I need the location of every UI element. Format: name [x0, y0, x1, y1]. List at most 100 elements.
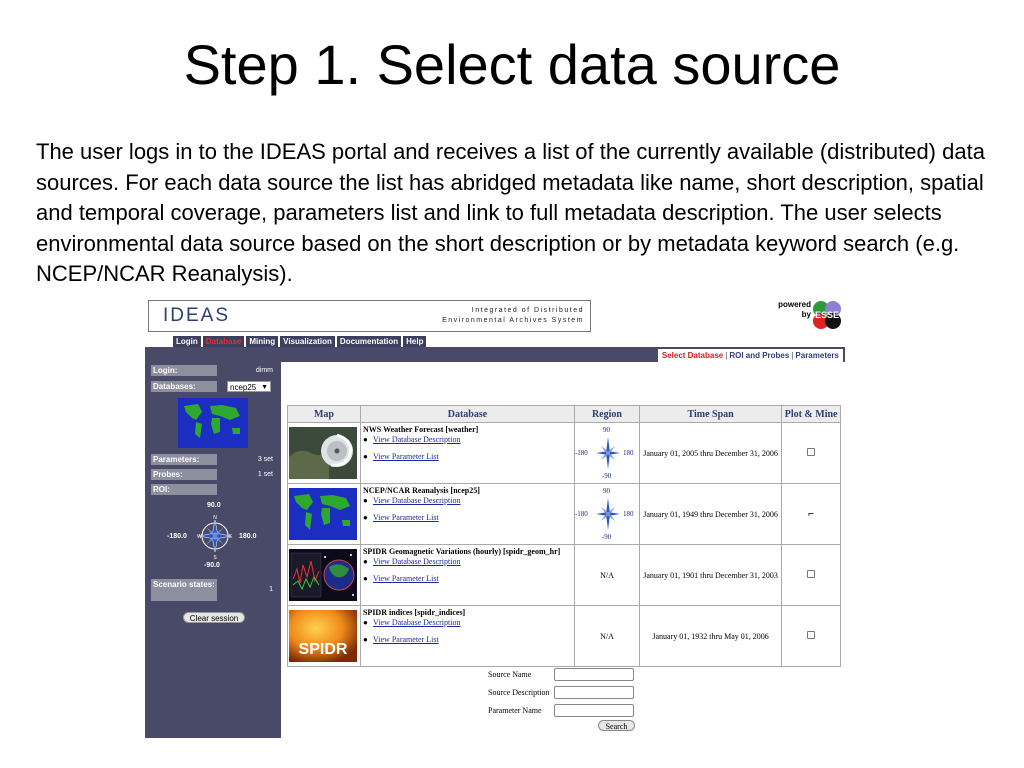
database-cell: NWS Weather Forecast [weather] ●View Dat… — [359, 422, 575, 484]
tab-separator: | — [725, 351, 728, 360]
time-span-cell: January 01, 1949 thru December 31, 2006 — [638, 483, 783, 545]
database-cell: SPIDR Geomagnetic Variations (hourly) [s… — [359, 544, 575, 606]
roi-west: -180.0 — [167, 533, 187, 540]
login-value: dimm — [255, 367, 273, 374]
search-button[interactable]: Search — [598, 720, 635, 731]
region-south: -90 — [601, 533, 612, 541]
parameter-name-label: Parameter Name — [488, 706, 542, 715]
database-name: SPIDR indices [spidr_indices] — [362, 608, 466, 617]
region-north: 90 — [602, 426, 610, 434]
roi-south: -90.0 — [204, 562, 220, 569]
plot-mine-cell — [781, 422, 841, 484]
parameters-value: 3 set — [257, 456, 273, 463]
time-span-cell: January 01, 1932 thru May 01, 2006 — [638, 605, 783, 667]
link-text: View Parameter List — [372, 574, 439, 583]
nav-database[interactable]: Database — [202, 336, 245, 348]
probes-label: Probes: — [151, 469, 217, 480]
database-table: Map Database Region Time Span Plot & Min… — [287, 405, 841, 667]
geomagnetic-thumbnail — [289, 549, 357, 601]
nav-mining[interactable]: Mining — [246, 336, 279, 348]
view-parameter-list-link[interactable]: ● View Parameter List — [363, 513, 572, 523]
nav-login[interactable]: Login — [173, 336, 201, 348]
parameter-name-input[interactable] — [554, 704, 634, 717]
by-text: by — [801, 310, 811, 319]
tab-select-database[interactable]: Select Database — [661, 351, 724, 360]
compass-n-text: N — [213, 515, 217, 521]
clear-session-button[interactable]: Clear session — [183, 612, 245, 623]
nav-help[interactable]: Help — [403, 336, 427, 348]
top-bar: Select Database|ROI and Probes|Parameter… — [145, 347, 845, 362]
link-text: View Parameter List — [372, 513, 439, 522]
plot-mine-checkbox[interactable] — [807, 570, 816, 578]
ideas-logo: IDEAS — [163, 305, 231, 326]
view-parameter-list-link[interactable]: ●View Parameter List — [363, 574, 572, 584]
slide-body: The user logs in to the IDEAS portal and… — [36, 139, 985, 286]
plot-mine-checkbox[interactable] — [807, 631, 816, 639]
login-label: Login: — [151, 365, 217, 376]
region-south: -90 — [601, 472, 612, 480]
tab-roi-and-probes[interactable]: ROI and Probes — [729, 351, 790, 360]
time-span-cell: January 01, 2005 thru December 31, 2006 — [638, 422, 783, 484]
region-west: -180 — [574, 510, 588, 518]
esse-logo-text: ESSE — [815, 310, 839, 320]
powered-by: powered by — [775, 300, 811, 320]
view-database-description-link[interactable]: ●View Database Description — [363, 435, 572, 445]
bullet-icon: ● — [362, 513, 368, 522]
probes-value: 1 set — [257, 471, 273, 478]
link-text: View Database Description — [372, 435, 461, 444]
ideas-banner: IDEAS Integrated of Distributed Environm… — [148, 300, 591, 332]
tab-parameters[interactable]: Parameters — [795, 351, 839, 360]
map-cell — [287, 483, 361, 545]
powered-text: powered — [778, 300, 811, 309]
map-cell — [287, 544, 361, 606]
region-east: 180 — [622, 449, 634, 457]
plot-mine-cell — [781, 544, 841, 606]
header-region: Region — [573, 405, 640, 423]
link-text: View Database Description — [372, 618, 461, 627]
nav-documentation[interactable]: Documentation — [336, 336, 402, 348]
bullet-icon: ● — [362, 635, 368, 644]
nav-visualization[interactable]: Visualization — [280, 336, 335, 348]
region-east: 180 — [622, 510, 634, 518]
header-map: Map — [287, 405, 361, 423]
table-row: NCEP/NCAR Reanalysis [ncep25] ●View Data… — [287, 483, 841, 545]
compass-s-text: S — [213, 555, 217, 560]
plot-mine-checkbox-checked[interactable]: ⌐ — [807, 508, 815, 520]
parameters-label: Parameters: — [151, 454, 217, 465]
tagline-line-1: Integrated of Distributed — [471, 307, 584, 314]
hurricane-thumbnail — [289, 427, 357, 479]
roi-compass: 90.0 -180.0 180.0 -90.0 N S W E — [163, 502, 263, 572]
database-cell: NCEP/NCAR Reanalysis [ncep25] ●View Data… — [359, 483, 575, 545]
esse-logo-icon: ESSE — [813, 301, 841, 329]
region-west: -180 — [574, 449, 588, 457]
link-text: View Database Description — [372, 496, 461, 505]
compass-rose-icon — [595, 437, 620, 469]
database-cell: SPIDR indices [spidr_indices] ●View Data… — [359, 605, 575, 667]
region-cell: 90 -180 180 -90 — [573, 483, 640, 545]
tagline-line-2: Environmental Archives System — [442, 317, 584, 324]
source-name-label: Source Name — [488, 670, 532, 679]
plot-mine-checkbox[interactable] — [807, 448, 816, 456]
table-row: SPIDR SPIDR indices [spidr_indices] ●Vie… — [287, 605, 841, 667]
compass-rose-icon: N S W E — [197, 515, 233, 560]
scenario-states-label: Scenario states: — [151, 579, 217, 601]
source-description-input[interactable] — [554, 686, 634, 699]
source-description-label: Source Description — [488, 688, 550, 697]
header-plot-mine: Plot & Mine — [781, 405, 841, 423]
database-name: NWS Weather Forecast [weather] — [362, 425, 479, 434]
view-database-description-link[interactable]: ●View Database Description — [363, 496, 572, 506]
region-north: 90 — [602, 487, 610, 495]
main-nav: Login Database Mining Visualization Docu… — [173, 336, 427, 348]
database-select[interactable]: ncep25 ▼ — [227, 381, 271, 392]
source-name-input[interactable] — [554, 668, 634, 681]
roi-north: 90.0 — [207, 502, 221, 509]
link-text: View Parameter List — [372, 452, 439, 461]
view-database-description-link[interactable]: ●View Database Description — [363, 557, 572, 567]
scenario-states-value: 1 — [269, 586, 273, 593]
spidr-logo-text: SPIDR — [299, 641, 348, 658]
view-parameter-list-link[interactable]: ●View Parameter List — [363, 635, 572, 645]
view-parameter-list-link[interactable]: ●View Parameter List — [363, 452, 572, 462]
link-text: View Database Description — [372, 557, 461, 566]
view-database-description-link[interactable]: ●View Database Description — [363, 618, 572, 628]
table-row: NWS Weather Forecast [weather] ●View Dat… — [287, 422, 841, 484]
